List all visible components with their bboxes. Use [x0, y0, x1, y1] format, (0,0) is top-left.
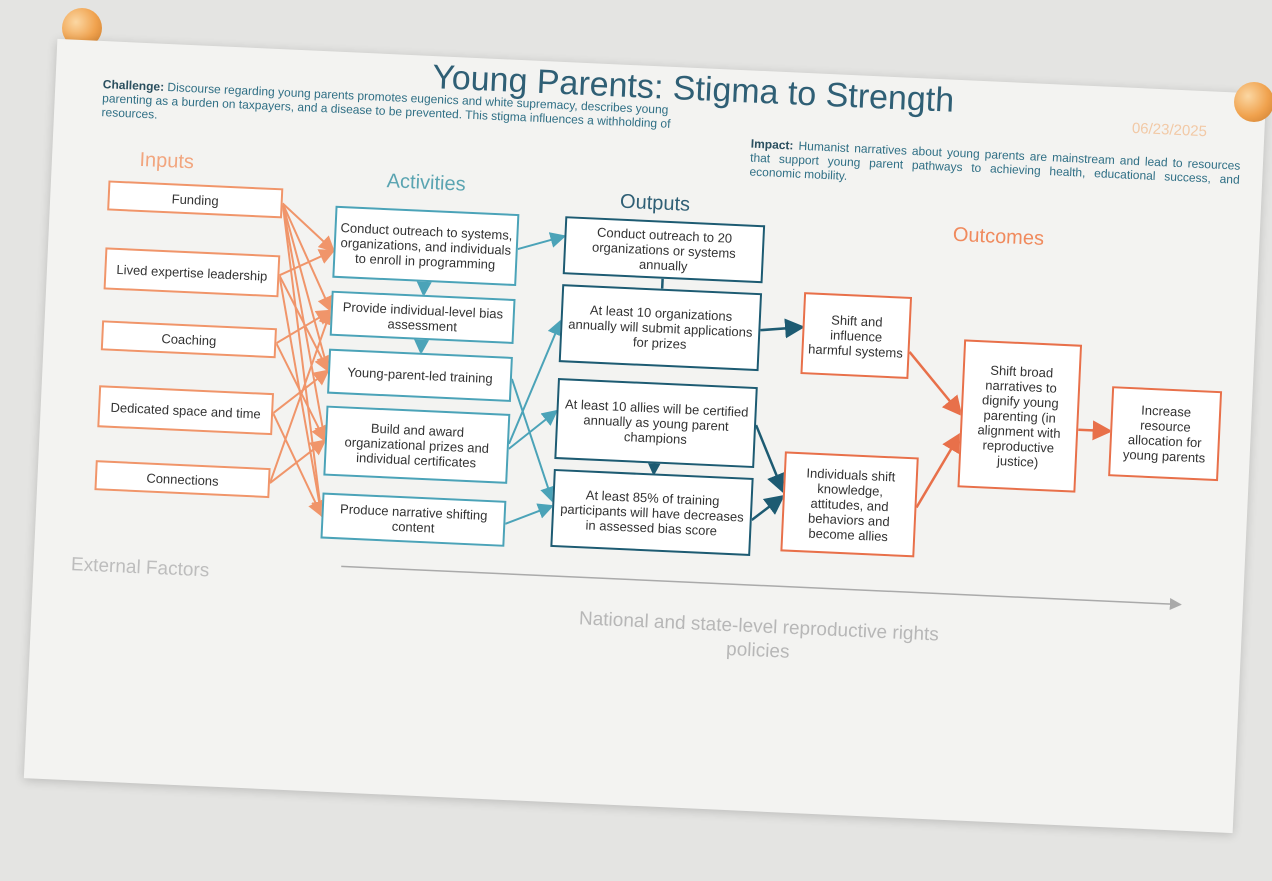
outcome-connectors	[908, 351, 1113, 509]
outputs-heading: Outputs	[619, 190, 691, 216]
activities-heading: Activities	[386, 170, 467, 196]
inputs-heading: Inputs	[138, 148, 195, 174]
outcome-individuals-allies: Individuals shift knowledge, attitudes, …	[780, 451, 919, 558]
connector-layer	[268, 202, 1182, 611]
activity-prizes: Build and award organizational prizes an…	[323, 405, 511, 484]
logic-model-diagram: Young Parents: Stigma to Strength 06/23/…	[46, 34, 1244, 726]
output-bias-decrease: At least 85% of training participants wi…	[550, 468, 754, 556]
date-stamp: 06/23/2025	[1131, 119, 1208, 141]
activity-narrative-content: Produce narrative shifting content	[320, 492, 507, 547]
pushpin-right-icon	[1234, 82, 1272, 122]
outcome-shift-narratives: Shift broad narratives to dignify young …	[957, 339, 1083, 493]
input-connectors	[268, 202, 336, 518]
input-lived-expertise: Lived expertise leadership	[103, 247, 281, 298]
policy-arrow	[341, 565, 1182, 611]
outcome-shift-systems: Shift and influence harmful systems	[800, 292, 913, 379]
output-allies-certified: At least 10 allies will be certified ann…	[554, 378, 758, 469]
output-connectors	[644, 278, 806, 521]
activity-training: Young-parent-led training	[327, 348, 513, 402]
output-outreach: Conduct outreach to 20 organizations or …	[562, 216, 766, 284]
activity-bias-assessment: Provide individual-level bias assessment	[329, 290, 516, 344]
outcomes-heading: Outcomes	[952, 223, 1045, 250]
outcome-resource-allocation: Increase resource allocation for young p…	[1108, 386, 1223, 482]
output-applications: At least 10 organizations annually will …	[558, 284, 763, 372]
input-dedicated-space: Dedicated space and time	[97, 385, 275, 436]
activity-outreach: Conduct outreach to systems, organizatio…	[332, 205, 520, 287]
activity-connectors	[413, 232, 567, 525]
